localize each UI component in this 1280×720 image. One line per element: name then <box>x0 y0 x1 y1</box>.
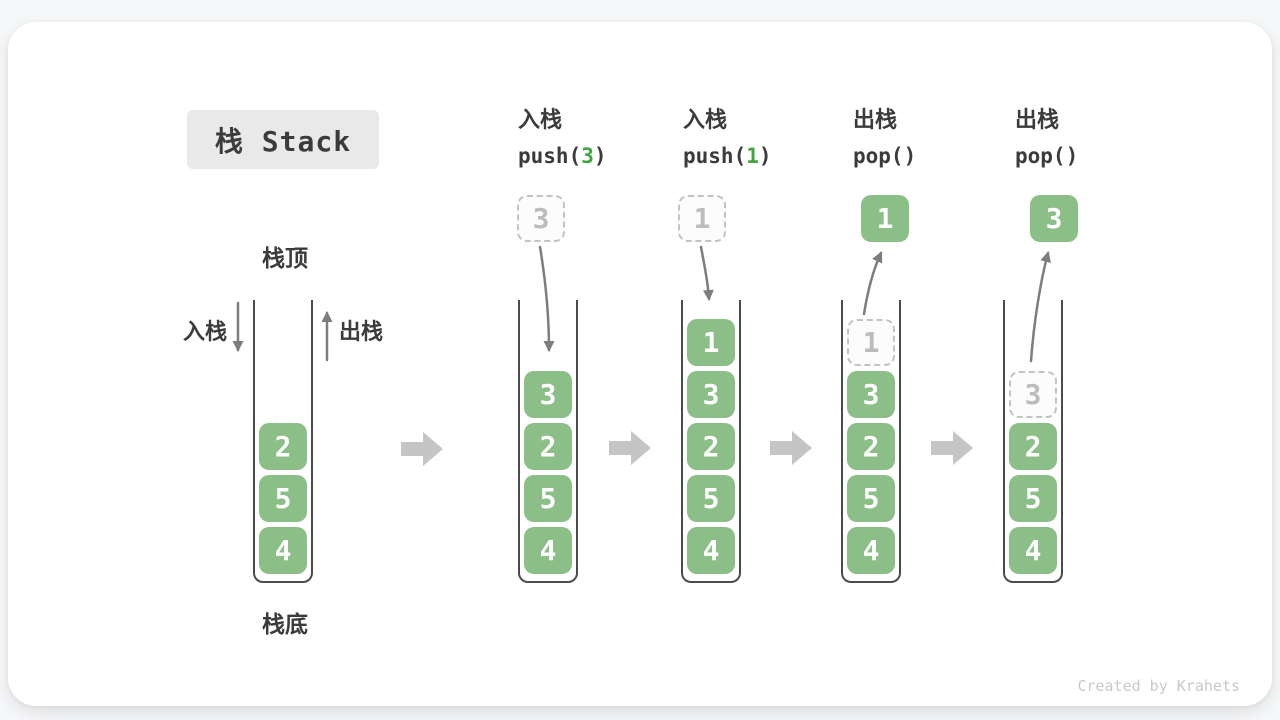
stack-cell: 5 <box>687 475 735 522</box>
operation-code: pop() <box>853 143 916 169</box>
operation-label: 出栈 <box>1015 107 1060 132</box>
stack-bottom-label: 栈底 <box>262 611 308 637</box>
pop-side-label: 出栈 <box>339 319 384 344</box>
operation-label: 入栈 <box>683 107 728 132</box>
stack-cell: 3 <box>687 371 735 418</box>
push-side-label: 入栈 <box>183 319 228 344</box>
stack-cell-removed: 3 <box>1009 371 1057 418</box>
step-header-pop-1: 出栈 pop() <box>853 107 916 169</box>
popped-value-box: 3 <box>1030 195 1078 242</box>
stack-cell: 4 <box>524 527 572 574</box>
stack-cell: 5 <box>524 475 572 522</box>
stack-container-push-3: 3 2 5 4 <box>518 300 578 583</box>
stack-cell: 4 <box>847 527 895 574</box>
stack-cell: 2 <box>847 423 895 470</box>
stack-cell: 1 <box>687 319 735 366</box>
operation-code: pop() <box>1015 143 1078 169</box>
stack-container-pop-1: 1 3 2 5 4 <box>841 300 901 583</box>
stack-top-label: 栈顶 <box>262 245 308 271</box>
incoming-value-box: 3 <box>517 195 565 242</box>
operation-label: 出栈 <box>853 107 898 132</box>
stack-cell: 4 <box>259 527 307 574</box>
code-text: ) <box>593 144 607 168</box>
stack-cell: 4 <box>1009 527 1057 574</box>
code-text: pop() <box>853 144 917 168</box>
step-header-push-3: 入栈 push(3) <box>518 107 607 169</box>
code-arg: 1 <box>746 144 759 168</box>
stack-cell: 2 <box>1009 423 1057 470</box>
stack-container-initial: 2 5 4 <box>253 300 313 583</box>
stack-cell: 2 <box>524 423 572 470</box>
operation-label: 入栈 <box>518 107 563 132</box>
stack-cell: 2 <box>687 423 735 470</box>
operation-code: push(1) <box>683 143 772 169</box>
stack-cell-removed: 1 <box>847 319 895 366</box>
code-arg: 3 <box>581 144 594 168</box>
code-text: ) <box>758 144 772 168</box>
stack-container-push-1: 1 3 2 5 4 <box>681 300 741 583</box>
stack-cell: 4 <box>687 527 735 574</box>
operation-code: push(3) <box>518 143 607 169</box>
page-title: 栈 Stack <box>187 110 379 169</box>
stack-cell: 5 <box>1009 475 1057 522</box>
step-header-pop-3: 出栈 pop() <box>1015 107 1078 169</box>
stack-cell: 2 <box>259 423 307 470</box>
code-text: pop() <box>1015 144 1079 168</box>
popped-value-box: 1 <box>861 195 909 242</box>
stack-cell: 5 <box>847 475 895 522</box>
stack-container-pop-3: 3 2 5 4 <box>1003 300 1063 583</box>
credit-text: Created by Krahets <box>1077 677 1240 695</box>
stack-cell: 3 <box>524 371 572 418</box>
code-text: push( <box>518 144 582 168</box>
step-header-push-1: 入栈 push(1) <box>683 107 772 169</box>
code-text: push( <box>683 144 747 168</box>
incoming-value-box: 1 <box>678 195 726 242</box>
stack-cell: 3 <box>847 371 895 418</box>
stack-cell: 5 <box>259 475 307 522</box>
